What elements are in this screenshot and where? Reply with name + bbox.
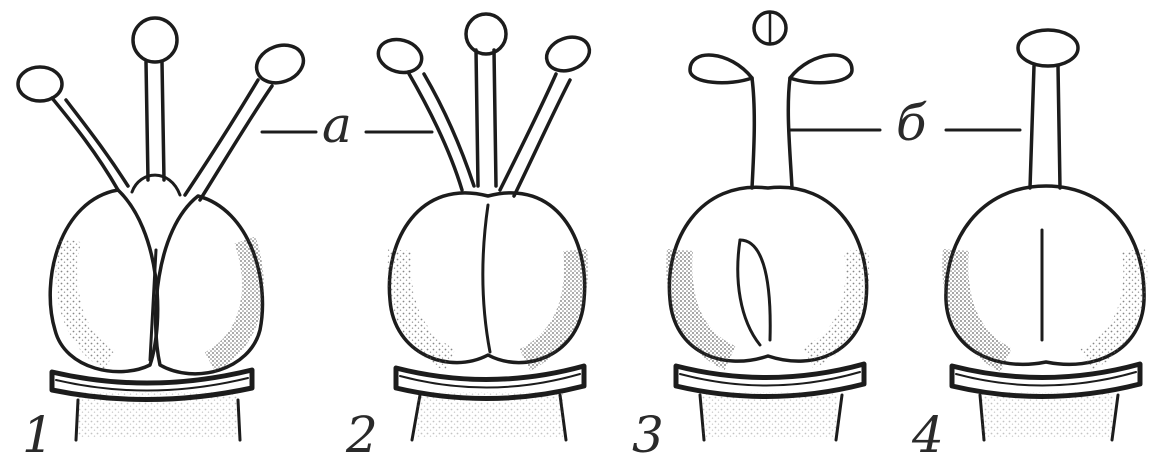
pistil-figure-2 bbox=[375, 14, 595, 440]
figure-number-2: 2 bbox=[346, 410, 378, 460]
figure-number-1: 1 bbox=[22, 410, 54, 460]
figure-number-4: 4 bbox=[912, 410, 944, 460]
pistil-figure-4 bbox=[946, 30, 1144, 440]
pistil-figure-3 bbox=[669, 12, 866, 440]
figure-number-3: 3 bbox=[632, 410, 664, 460]
label-b: б bbox=[896, 98, 927, 148]
pistil-figure-1 bbox=[18, 18, 309, 440]
label-a: а bbox=[322, 100, 352, 150]
